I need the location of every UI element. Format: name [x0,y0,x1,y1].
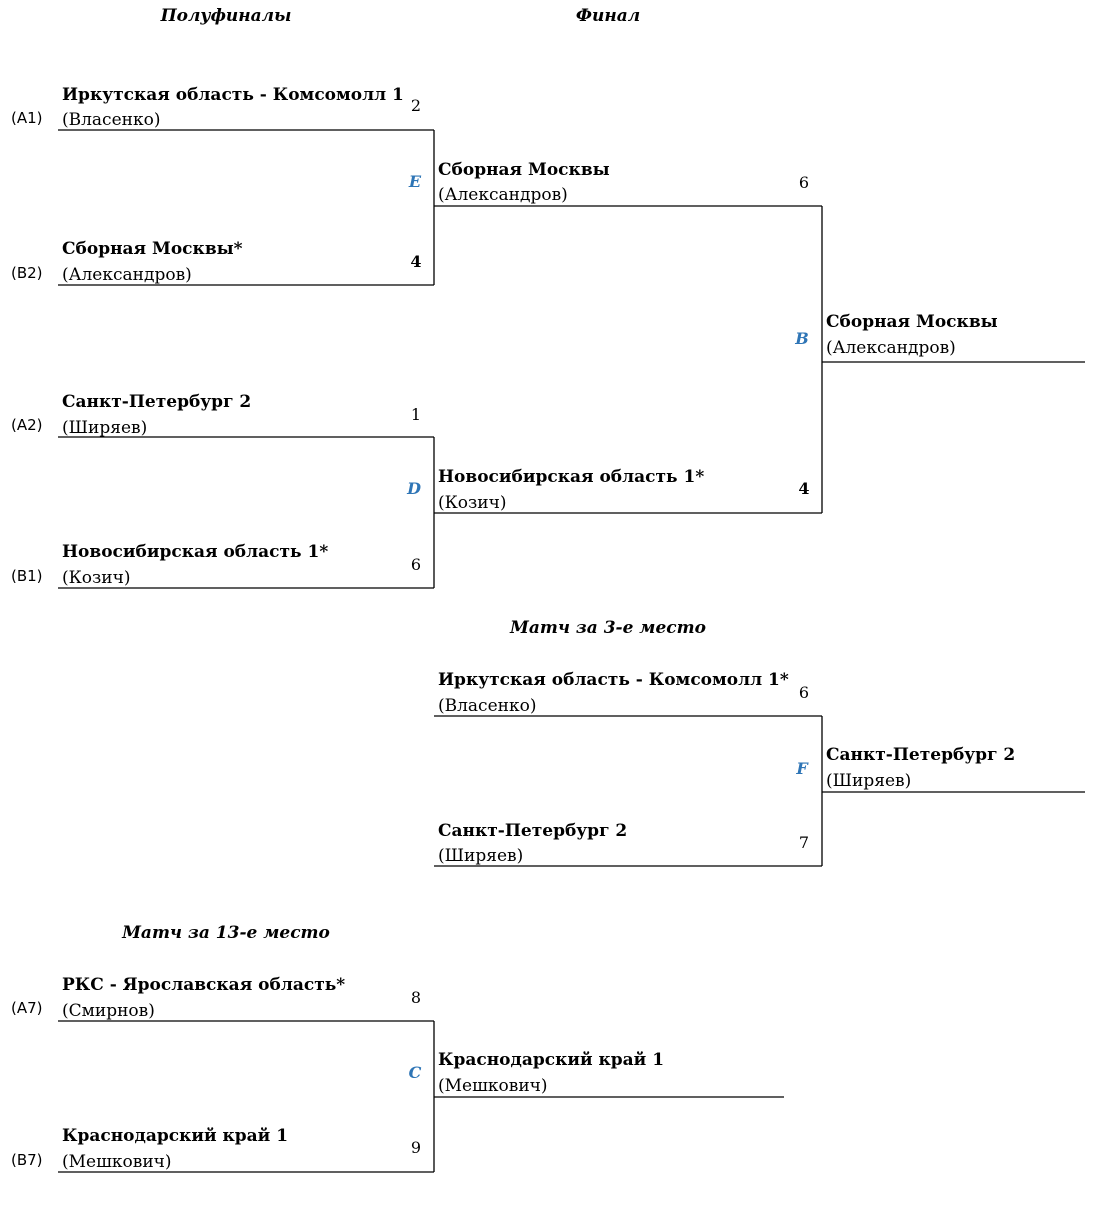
seed-label: (A1) [11,109,43,127]
coach-name: (Власенко) [438,696,537,716]
winner-coach-name: (Мешкович) [438,1076,548,1096]
team-name: Санкт-Петербург 2 [62,392,252,412]
coach-name: (Ширяев) [438,846,524,866]
team-name: Санкт-Петербург 2 [438,821,628,841]
match-label: D [407,479,421,498]
seed-label: (A7) [11,999,43,1017]
thirteenth-place-header: Матч за 13-е место [122,923,330,943]
winner-coach-name: (Александров) [826,338,956,358]
winner-team-name: Санкт-Петербург 2 [826,745,1016,765]
team-name: Сборная Москвы* [62,239,243,259]
coach-name: (Козич) [62,568,131,588]
third-place-header: Матч за 3-е место [510,618,706,638]
score: 6 [798,683,810,702]
seed-label: (B7) [11,1151,43,1169]
seed-label: (A2) [11,416,43,434]
team-name: Сборная Москвы [438,160,610,180]
score: 9 [410,1138,422,1157]
semifinals-header: Полуфиналы [160,6,292,26]
team-name: Новосибирская область 1* [438,467,705,487]
score: 2 [410,96,422,115]
coach-name: (Козич) [438,493,507,513]
score: 4 [798,479,810,498]
score: 6 [798,173,810,192]
winner-team-name: Сборная Москвы [826,312,998,332]
team-name: Краснодарский край 1 [62,1126,289,1146]
score: 4 [410,252,422,271]
coach-name: (Александров) [438,185,568,205]
score: 6 [410,555,422,574]
coach-name: (Смирнов) [62,1001,155,1021]
coach-name: (Ширяев) [62,418,148,438]
match-label: C [408,1063,422,1082]
winner-team-name: Краснодарский край 1 [438,1050,665,1070]
team-name: РКС - Ярославская область* [62,975,346,995]
score: 8 [410,988,422,1007]
coach-name: (Александров) [62,265,192,285]
seed-label: (B1) [11,567,43,585]
score: 1 [410,405,422,424]
match-label: E [408,172,422,191]
team-name: Иркутская область - Комсомолл 1* [438,670,789,690]
coach-name: (Власенко) [62,110,161,130]
team-name: Новосибирская область 1* [62,542,329,562]
match-label: B [795,329,809,348]
team-name: Иркутская область - Комсомолл 1 [62,85,404,105]
final-header: Финал [575,6,641,26]
seed-label: (B2) [11,264,43,282]
winner-coach-name: (Ширяев) [826,771,912,791]
match-label: F [796,759,808,778]
score: 7 [798,833,810,852]
coach-name: (Мешкович) [62,1152,172,1172]
